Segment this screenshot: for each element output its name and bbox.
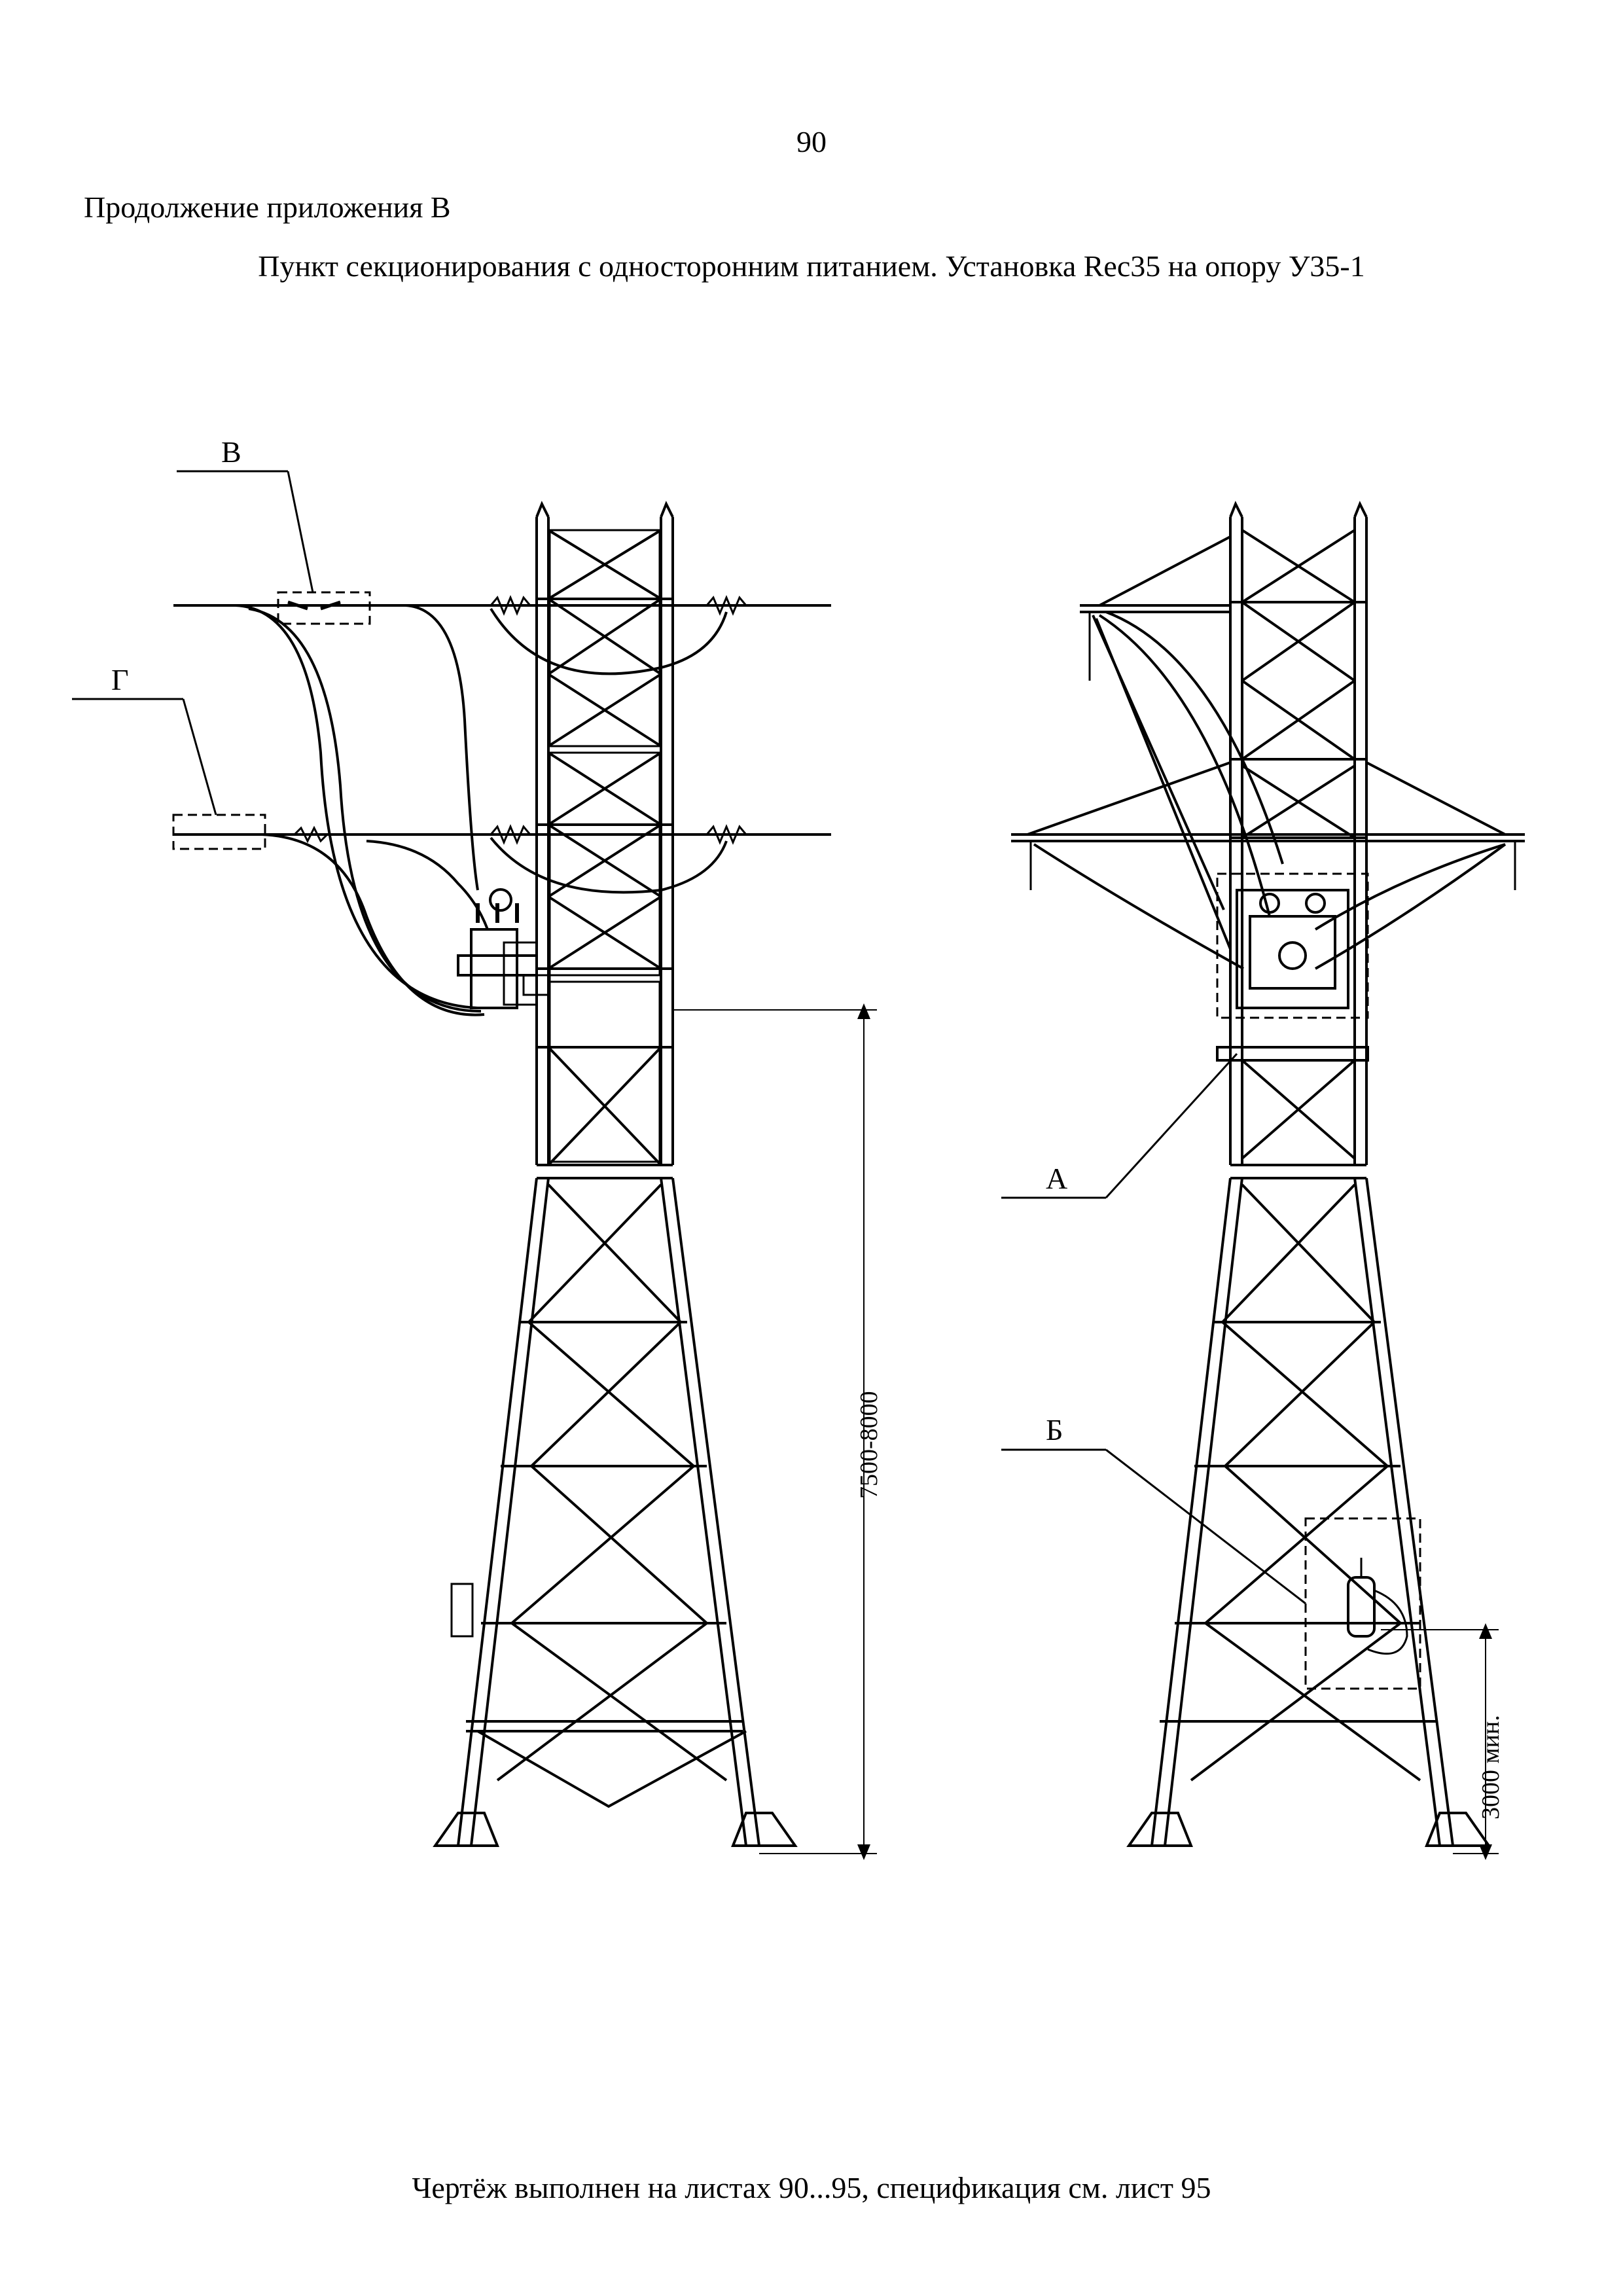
callout-label-b: Б	[1046, 1413, 1063, 1446]
callout-label-g: Г	[111, 663, 129, 696]
height-dimension-label: 7500-8000	[855, 1391, 883, 1499]
callout-label-a: А	[1046, 1162, 1067, 1195]
tower-side-view	[72, 470, 877, 1860]
drawing-title: Пункт секционирования с односторонним пи…	[258, 249, 1365, 283]
footer-note: Чертёж выполнен на листах 90...95, специ…	[412, 2171, 1211, 2204]
callout-label-v: В	[221, 435, 241, 469]
appendix-label: Продолжение приложения В	[84, 190, 451, 224]
tower-front-view	[1001, 501, 1525, 1860]
min-height-dimension-label: 3000 мин.	[1477, 1715, 1505, 1820]
page-number: 90	[796, 125, 827, 158]
